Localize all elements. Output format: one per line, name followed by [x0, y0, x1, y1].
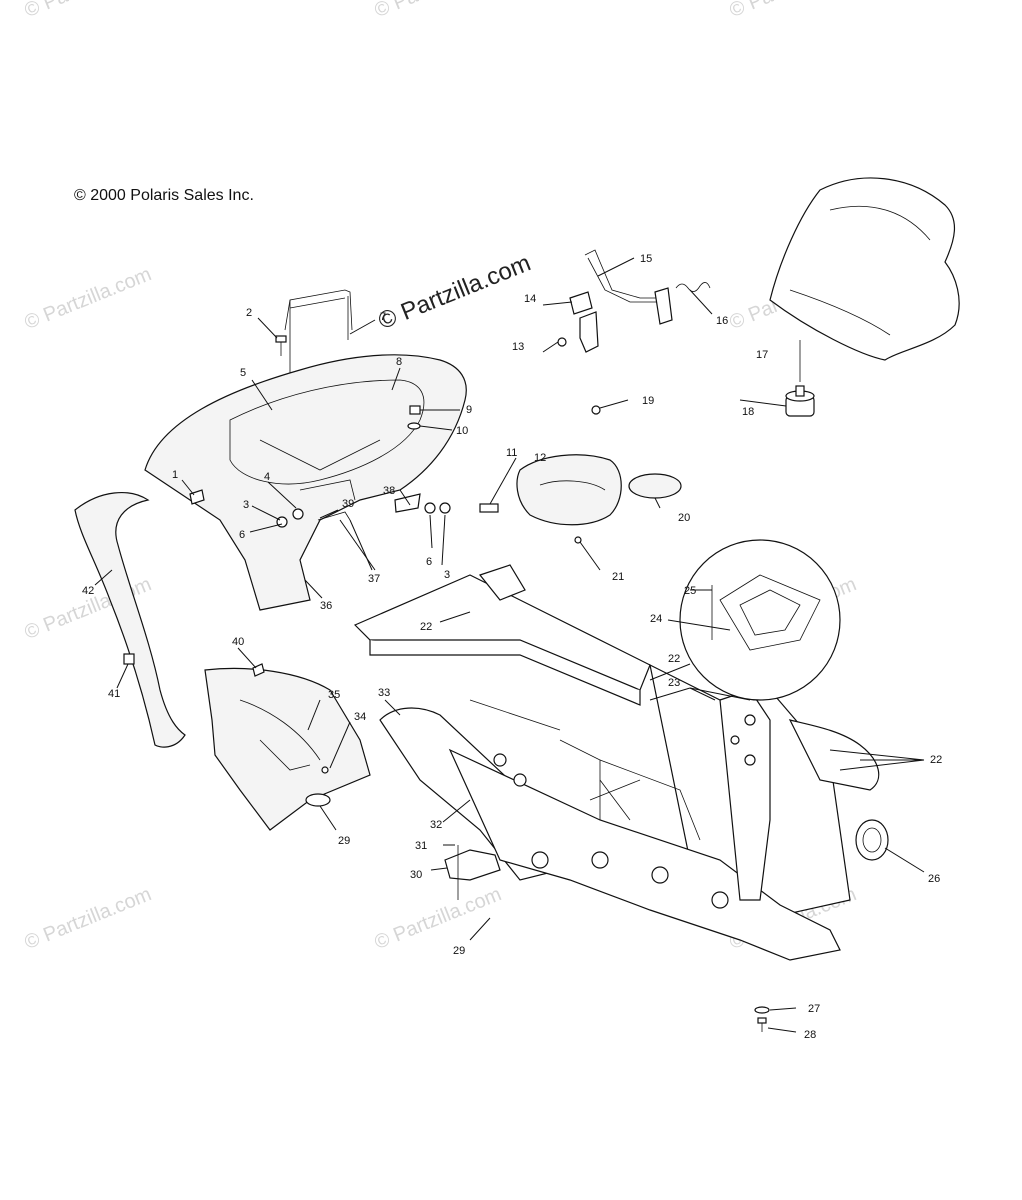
callout-6b: 6: [426, 556, 432, 568]
callout-19: 19: [642, 395, 654, 407]
callout-5: 5: [240, 367, 246, 379]
callout-34: 34: [354, 711, 366, 723]
copyright-notice: © 2000 Polaris Sales Inc.: [74, 187, 254, 204]
callout-22b: 22: [668, 653, 680, 665]
fastener-part[interactable]: [123, 653, 135, 665]
seat-bumper-part[interactable]: [785, 385, 815, 417]
callout-14: 14: [524, 293, 536, 305]
callout-31: 31: [415, 840, 427, 852]
main-frame-part[interactable]: [353, 564, 880, 961]
callout-39: 39: [342, 498, 354, 510]
callout-8: 8: [396, 356, 402, 368]
callout-25: 25: [684, 585, 696, 597]
callout-11: 11: [506, 447, 517, 459]
callout-1: 1: [172, 469, 178, 481]
callout-35: 35: [328, 689, 340, 701]
fender-flare-part[interactable]: [74, 491, 186, 748]
footwell-part[interactable]: [204, 667, 371, 831]
washer-part[interactable]: [305, 793, 331, 807]
leader-lines: [94, 257, 925, 1033]
bolt-washer-part[interactable]: [754, 1006, 770, 1032]
callout-29: 29: [338, 835, 350, 847]
callout-4: 4: [264, 471, 270, 483]
callout-37: 37: [368, 573, 380, 585]
callout-20: 20: [678, 512, 690, 524]
callout-42: 42: [82, 585, 94, 597]
callout-9: 9: [466, 404, 472, 416]
bracket-part[interactable]: [444, 845, 501, 900]
callout-33: 33: [378, 687, 390, 699]
callout-23: 23: [668, 677, 680, 689]
callout-21: 21: [612, 571, 624, 583]
callout-38: 38: [383, 485, 395, 497]
callout-12: 12: [534, 452, 546, 464]
cargo-cover-part[interactable]: [628, 473, 682, 499]
callout-22c: 22: [930, 754, 942, 766]
callout-28: 28: [804, 1029, 816, 1041]
bolt-part[interactable]: [275, 335, 287, 356]
callout-36: 36: [320, 600, 332, 612]
callout-3b: 3: [444, 569, 450, 581]
callout-6: 6: [239, 529, 245, 541]
rear-fender-part[interactable]: [144, 354, 467, 611]
callout-26: 26: [928, 873, 940, 885]
callout-32: 32: [430, 819, 442, 831]
callout-17: 17: [756, 349, 768, 361]
callout-29b: 29: [453, 945, 465, 957]
filler-cap-part[interactable]: [855, 819, 889, 861]
callout-16: 16: [716, 315, 728, 327]
callout-10: 10: [456, 425, 468, 437]
cargo-box-part[interactable]: [516, 454, 622, 526]
callout-7: 7: [380, 311, 386, 323]
callout-13: 13: [512, 341, 524, 353]
seat-part[interactable]: [769, 177, 960, 382]
seat-latch-assembly[interactable]: [557, 249, 711, 353]
callout-labels: 1 2 3 3 4 5 6 6 7 8 9 10 11 12 13 14 15 …: [82, 253, 942, 1041]
detail-inset: [679, 539, 841, 701]
callout-27: 27: [808, 1003, 820, 1015]
callout-24: 24: [650, 613, 662, 625]
callout-30: 30: [410, 869, 422, 881]
callout-15: 15: [640, 253, 652, 265]
callout-2: 2: [246, 307, 252, 319]
callout-18: 18: [742, 406, 754, 418]
callout-41: 41: [108, 688, 120, 700]
callout-40: 40: [232, 636, 244, 648]
callout-22: 22: [420, 621, 432, 633]
callout-3: 3: [243, 499, 249, 511]
